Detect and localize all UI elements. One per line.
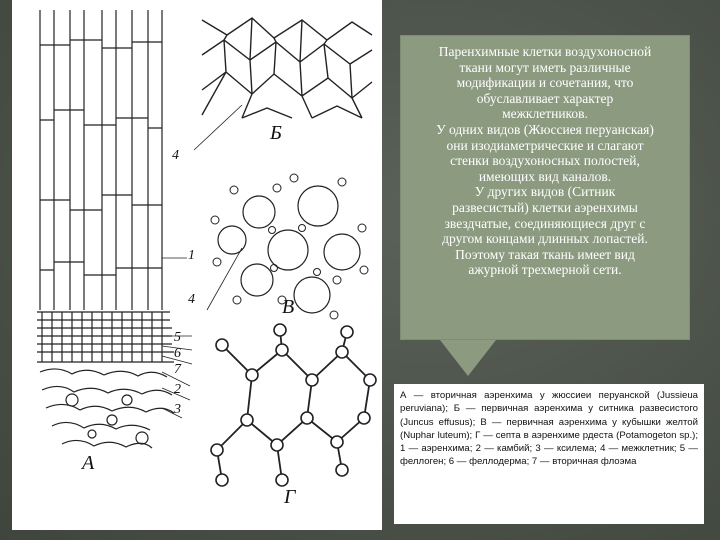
panel-v-letter: В [282, 296, 295, 318]
figure-caption: А — вторичная аэренхима у жюссиеи перуан… [394, 384, 704, 524]
panel-a-letter: А [82, 452, 95, 474]
panel-a-columns [39, 10, 163, 310]
callout-pointer [440, 340, 496, 376]
panel-b-network [201, 17, 373, 119]
caption-text: А — вторичная аэренхима у жюссиеи перуан… [400, 390, 698, 468]
label-2: 2 [174, 382, 181, 397]
label-3: 3 [174, 402, 181, 417]
label-6: 6 [174, 346, 181, 361]
callout-text: Паренхимные клетки воздухоносной ткани м… [436, 44, 654, 278]
panel-a-layers [37, 311, 175, 449]
aerenchyma-drawing [37, 10, 377, 487]
label-4-a: 4 [172, 148, 179, 163]
label-4-v: 4 [188, 292, 195, 307]
label-5: 5 [174, 330, 181, 345]
panel-v-beads [210, 173, 369, 320]
info-callout: Паренхимные клетки воздухоносной ткани м… [400, 35, 690, 340]
label-1: 1 [188, 248, 195, 263]
panel-g-letter: Г [284, 486, 296, 508]
panel-v-honeycomb [217, 185, 361, 314]
panel-g-nodes [210, 323, 377, 487]
aerenchyma-figure: А Б В Г 4 1 5 6 7 2 3 4 [12, 0, 382, 530]
label-7: 7 [174, 362, 181, 377]
panel-b-letter: Б [270, 122, 282, 144]
